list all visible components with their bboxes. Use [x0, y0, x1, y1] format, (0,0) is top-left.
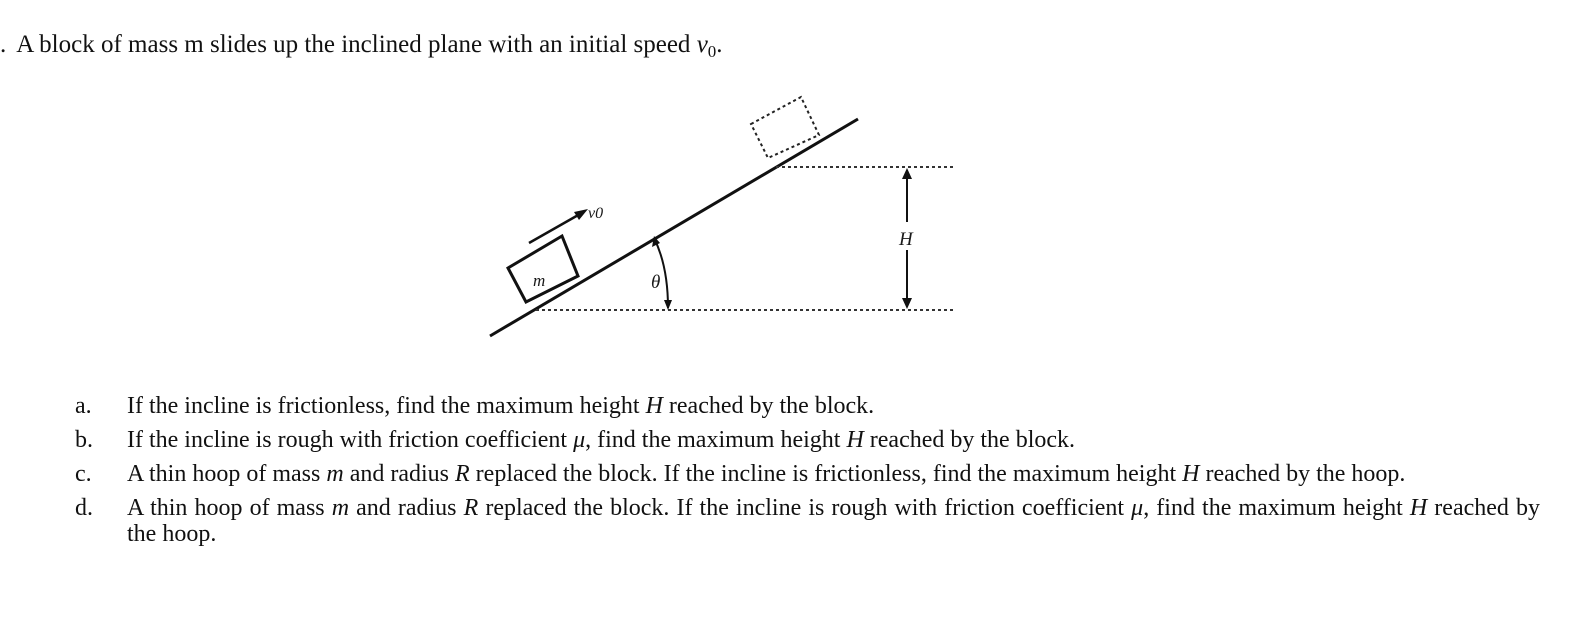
math-symbol: R	[463, 495, 479, 521]
text-run: reached by the hoop.	[127, 495, 1540, 547]
height-arrowhead-bottom	[902, 298, 912, 309]
block-mass-label: m	[533, 271, 545, 290]
question-item-d: d. A thin hoop of mass m and radius R re…	[60, 491, 1540, 551]
text-run: reached by the block.	[662, 393, 875, 419]
incline-diagram: m v0 θ H	[470, 90, 970, 350]
math-symbol: H	[1182, 461, 1200, 487]
text-run: replaced the block. If the incline is fr…	[469, 461, 1183, 487]
text-run: replaced the block. If the incline is ro…	[478, 495, 1132, 521]
text-run: , find the maximum height	[585, 427, 847, 453]
speed-symbol-letter: v	[696, 31, 708, 58]
block	[506, 233, 580, 304]
problem-text: A block of mass m slides up the inclined…	[16, 31, 697, 58]
velocity-label: v0	[588, 205, 603, 222]
speed-symbol-subscript: 0	[707, 42, 717, 61]
angle-arrowhead-top	[652, 236, 660, 247]
question-text: If the incline is frictionless, find the…	[127, 389, 1540, 423]
text-run: A thin hoop of mass	[127, 461, 327, 487]
text-run: reached by the block.	[863, 427, 1076, 453]
text-run: and radius	[349, 495, 464, 521]
problem-text-end: .	[716, 31, 723, 58]
math-symbol: R	[455, 461, 470, 487]
initial-speed-symbol: v0	[696, 31, 717, 61]
text-run: and radius	[343, 461, 455, 487]
incline-diagram-svg: m v0 θ H	[489, 95, 955, 338]
height-label: H	[898, 229, 914, 250]
math-symbol: H	[1409, 495, 1428, 521]
angle-arrowhead-bottom	[664, 300, 672, 310]
text-run: A thin hoop of mass	[127, 495, 332, 521]
incline-surface	[489, 117, 859, 338]
question-marker: c.	[75, 461, 92, 487]
angle-label: θ	[651, 272, 660, 293]
problem-statement: . A block of mass m slides up the incline…	[0, 28, 723, 64]
question-list: a. If the incline is frictionless, find …	[60, 389, 1540, 551]
text-run: , find the maximum height	[1143, 495, 1410, 521]
question-item-a: a. If the incline is frictionless, find …	[60, 389, 1540, 423]
block-final-position	[749, 95, 821, 160]
text-run: reached by the hoop.	[1199, 461, 1406, 487]
velocity-arrow-line	[528, 212, 581, 245]
math-symbol: μ	[573, 427, 586, 453]
math-symbol: m	[326, 461, 344, 487]
question-marker: b.	[75, 427, 93, 453]
text-run: If the incline is rough with friction co…	[127, 427, 574, 453]
question-text: A thin hoop of mass m and radius R repla…	[127, 491, 1540, 551]
height-arrowhead-top	[902, 168, 912, 179]
math-symbol: μ	[1131, 495, 1144, 521]
problem-number-fragment: .	[0, 31, 7, 58]
question-text: If the incline is rough with friction co…	[127, 423, 1540, 457]
math-symbol: m	[331, 495, 350, 521]
question-text: A thin hoop of mass m and radius R repla…	[127, 457, 1540, 491]
question-marker: a.	[75, 393, 92, 419]
math-symbol: H	[846, 427, 864, 453]
question-item-c: c. A thin hoop of mass m and radius R re…	[60, 457, 1540, 491]
question-marker: d.	[75, 495, 93, 521]
question-item-b: b. If the incline is rough with friction…	[60, 423, 1540, 457]
math-symbol: H	[645, 393, 663, 419]
text-run: If the incline is frictionless, find the…	[127, 393, 646, 419]
velocity-arrowhead	[574, 209, 588, 220]
